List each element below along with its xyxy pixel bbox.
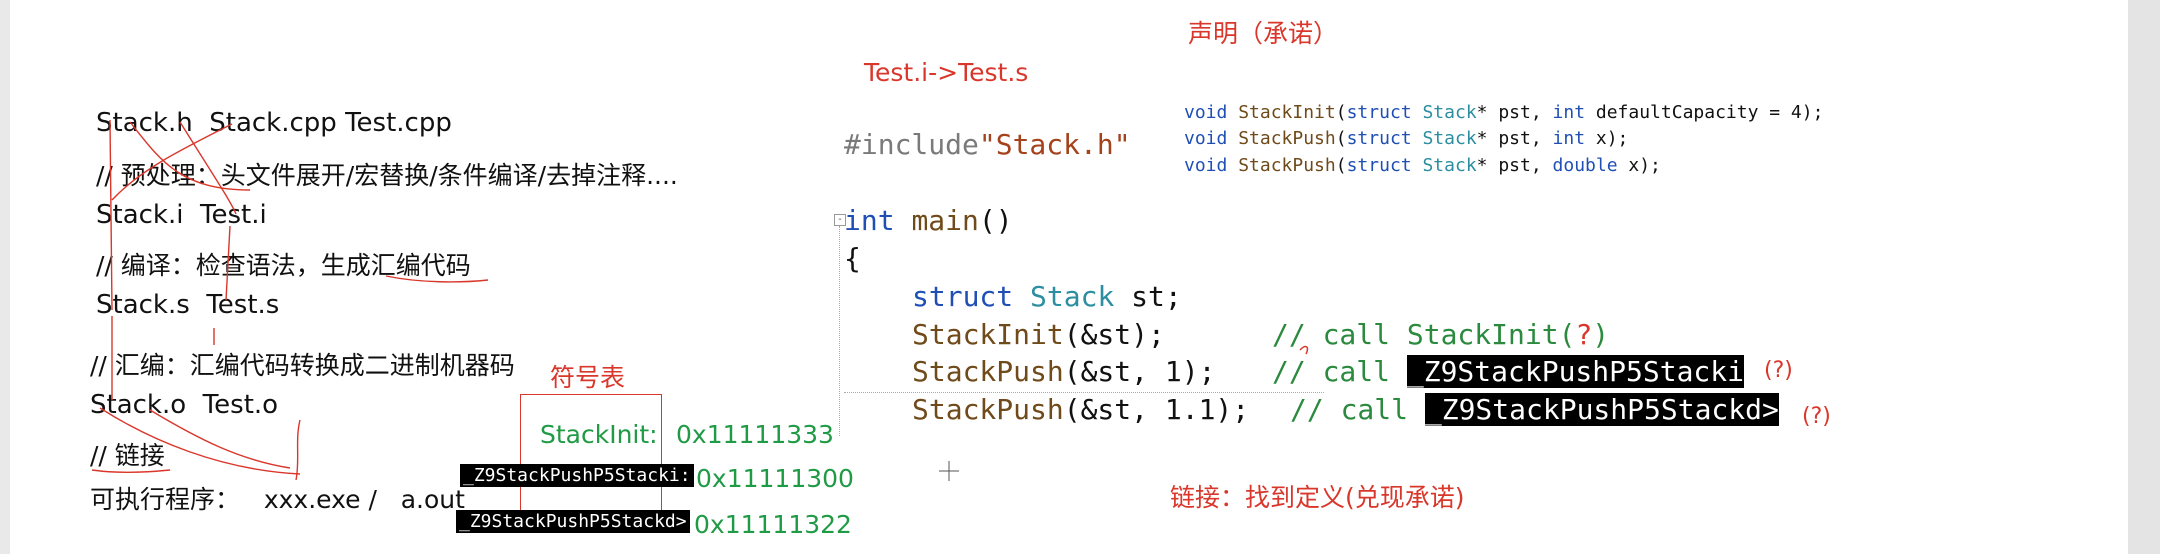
decl-fn-name: StackPush — [1238, 155, 1336, 176]
mangled-name-highlight: _Z9StackPushP5Stackd> — [1424, 393, 1779, 426]
main-name: main — [911, 204, 979, 237]
main-paren: () — [978, 204, 1013, 237]
o-files-line: Stack.o Test.o — [90, 390, 279, 420]
current-line-guide — [844, 392, 1324, 393]
decl-type: Stack — [1422, 155, 1477, 176]
compile-line: // 编译：检查语法，生成汇编代码 — [96, 251, 471, 280]
decl-ret: void — [1184, 128, 1228, 149]
decl-type: Stack — [1422, 102, 1477, 123]
main-signature: int main() — [844, 204, 1013, 237]
decl-param: * pst, — [1476, 128, 1553, 149]
ink-circle-q — [1299, 345, 1309, 355]
decl-paren: ( — [1335, 128, 1347, 149]
decl-param: * pst, — [1476, 102, 1553, 123]
declaration-stackinit: void StackInit(struct Stack* pst, int de… — [1184, 102, 1823, 123]
call-stackinit-comment: // call StackInit(?) — [1272, 318, 1609, 351]
ink-arrow-link — [295, 419, 301, 481]
comment-text: // call StackInit( — [1272, 318, 1576, 351]
call-push-int-line: StackPush(&st, 1); — [912, 355, 1215, 388]
call-push-int-args: (&st, 1); — [1063, 355, 1216, 388]
scrollbar-track[interactable] — [2128, 0, 2160, 554]
ink-arrow-test-cpp — [111, 123, 233, 201]
test-i-to-s-label: Test.i->Test.s — [864, 58, 1029, 87]
decl-param-type: int — [1552, 102, 1586, 123]
collapse-toggle-icon[interactable]: - — [834, 214, 846, 226]
fold-guide — [839, 226, 841, 436]
include-file: "Stack.h" — [978, 128, 1131, 161]
call-push-int-comment: // call _Z9StackPushP5Stacki — [1272, 355, 1745, 388]
struct-type: Stack — [1030, 280, 1115, 313]
decl-param-rest: x); — [1617, 155, 1661, 176]
ink-arrow-stack-o — [99, 407, 301, 475]
ink-underline-link — [91, 469, 171, 474]
decl-type: Stack — [1422, 128, 1477, 149]
question-mark: ? — [1575, 318, 1593, 351]
call-stackinit-line: StackInit(&st); — [912, 318, 1165, 351]
call-push-int-fn: StackPush — [912, 355, 1064, 388]
files-line: Stack.h Stack.cpp Test.cpp — [96, 108, 452, 138]
decl-ret: void — [1184, 102, 1228, 123]
declaration-label: 声明（承诺） — [1188, 19, 1339, 48]
symbol-addr-push-double: 0x11111322 — [694, 510, 852, 539]
struct-keyword: struct — [912, 280, 1014, 313]
decl-struct-kw: struct — [1346, 102, 1412, 123]
struct-var: st; — [1114, 280, 1182, 313]
open-brace: { — [844, 242, 861, 275]
decl-paren: ( — [1335, 155, 1347, 176]
decl-param-type: int — [1552, 128, 1586, 149]
comment-text: // call — [1272, 355, 1407, 388]
exe-line: 可执行程序： xxx.exe / a.out — [90, 485, 465, 514]
symbol-addr-stackinit: 0x11111333 — [676, 420, 834, 449]
declaration-stackpush-int: void StackPush(struct Stack* pst, int x)… — [1184, 128, 1628, 149]
call-push-double-line: StackPush(&st, 1.1); — [912, 393, 1249, 426]
call-push-double-args: (&st, 1.1); — [1063, 393, 1250, 426]
ink-arrow-stack-h — [109, 119, 113, 311]
include-directive: #include — [844, 128, 979, 161]
decl-paren: ( — [1335, 102, 1347, 123]
decl-ret: void — [1184, 155, 1228, 176]
decl-param-type: double — [1552, 155, 1618, 176]
decl-struct-kw: struct — [1346, 128, 1412, 149]
symbol-addr-push-int: 0x11111300 — [696, 464, 854, 493]
link-line: // 链接 — [90, 441, 165, 470]
symbol-name-push-int: _Z9StackPushP5Stacki: — [460, 464, 694, 487]
decl-fn-name: StackPush — [1238, 128, 1336, 149]
call-push-double-comment: // call _Z9StackPushP5Stackd> — [1290, 393, 1779, 426]
left-edge-bar — [0, 0, 10, 554]
decl-param-rest: defaultCapacity = 4); — [1585, 102, 1824, 123]
decl-param: * pst, — [1476, 155, 1553, 176]
mangled-name-highlight: _Z9StackPushP5Stacki — [1406, 355, 1745, 388]
question-annotation-2: (?) — [1802, 404, 1831, 429]
comment-close: ) — [1592, 318, 1610, 351]
ink-arrow-stack-cpp — [179, 121, 237, 215]
decl-fn-name: StackInit — [1238, 102, 1336, 123]
crosshair-cursor-icon — [939, 461, 959, 481]
call-stackinit-args: (&st); — [1063, 318, 1165, 351]
ink-underline-asm — [385, 275, 489, 283]
symbol-name-stackinit: StackInit: — [540, 420, 658, 449]
comment-text: // call — [1290, 393, 1425, 426]
ink-arrow-test-o — [149, 409, 291, 469]
question-annotation-1: (?) — [1764, 358, 1793, 383]
symbol-table-title: 符号表 — [550, 363, 626, 392]
decl-struct-kw: struct — [1346, 155, 1412, 176]
call-push-double-fn: StackPush — [912, 393, 1064, 426]
declaration-stackpush-double: void StackPush(struct Stack* pst, double… — [1184, 155, 1661, 176]
include-line: #include"Stack.h" — [844, 128, 1131, 161]
main-return-type: int — [844, 204, 895, 237]
symbol-name-push-double: _Z9StackPushP5Stackd> — [456, 510, 690, 533]
ink-arrow-test-i — [225, 225, 231, 301]
struct-decl-line: struct Stack st; — [912, 280, 1182, 313]
ink-arrow-cpp-to-i — [129, 121, 251, 191]
linking-label: 链接：找到定义(兑现承诺) — [1170, 483, 1465, 512]
call-stackinit-fn: StackInit — [912, 318, 1064, 351]
assemble-line: // 汇编：汇编代码转换成二进制机器码 — [90, 351, 515, 380]
decl-param-rest: x); — [1585, 128, 1629, 149]
